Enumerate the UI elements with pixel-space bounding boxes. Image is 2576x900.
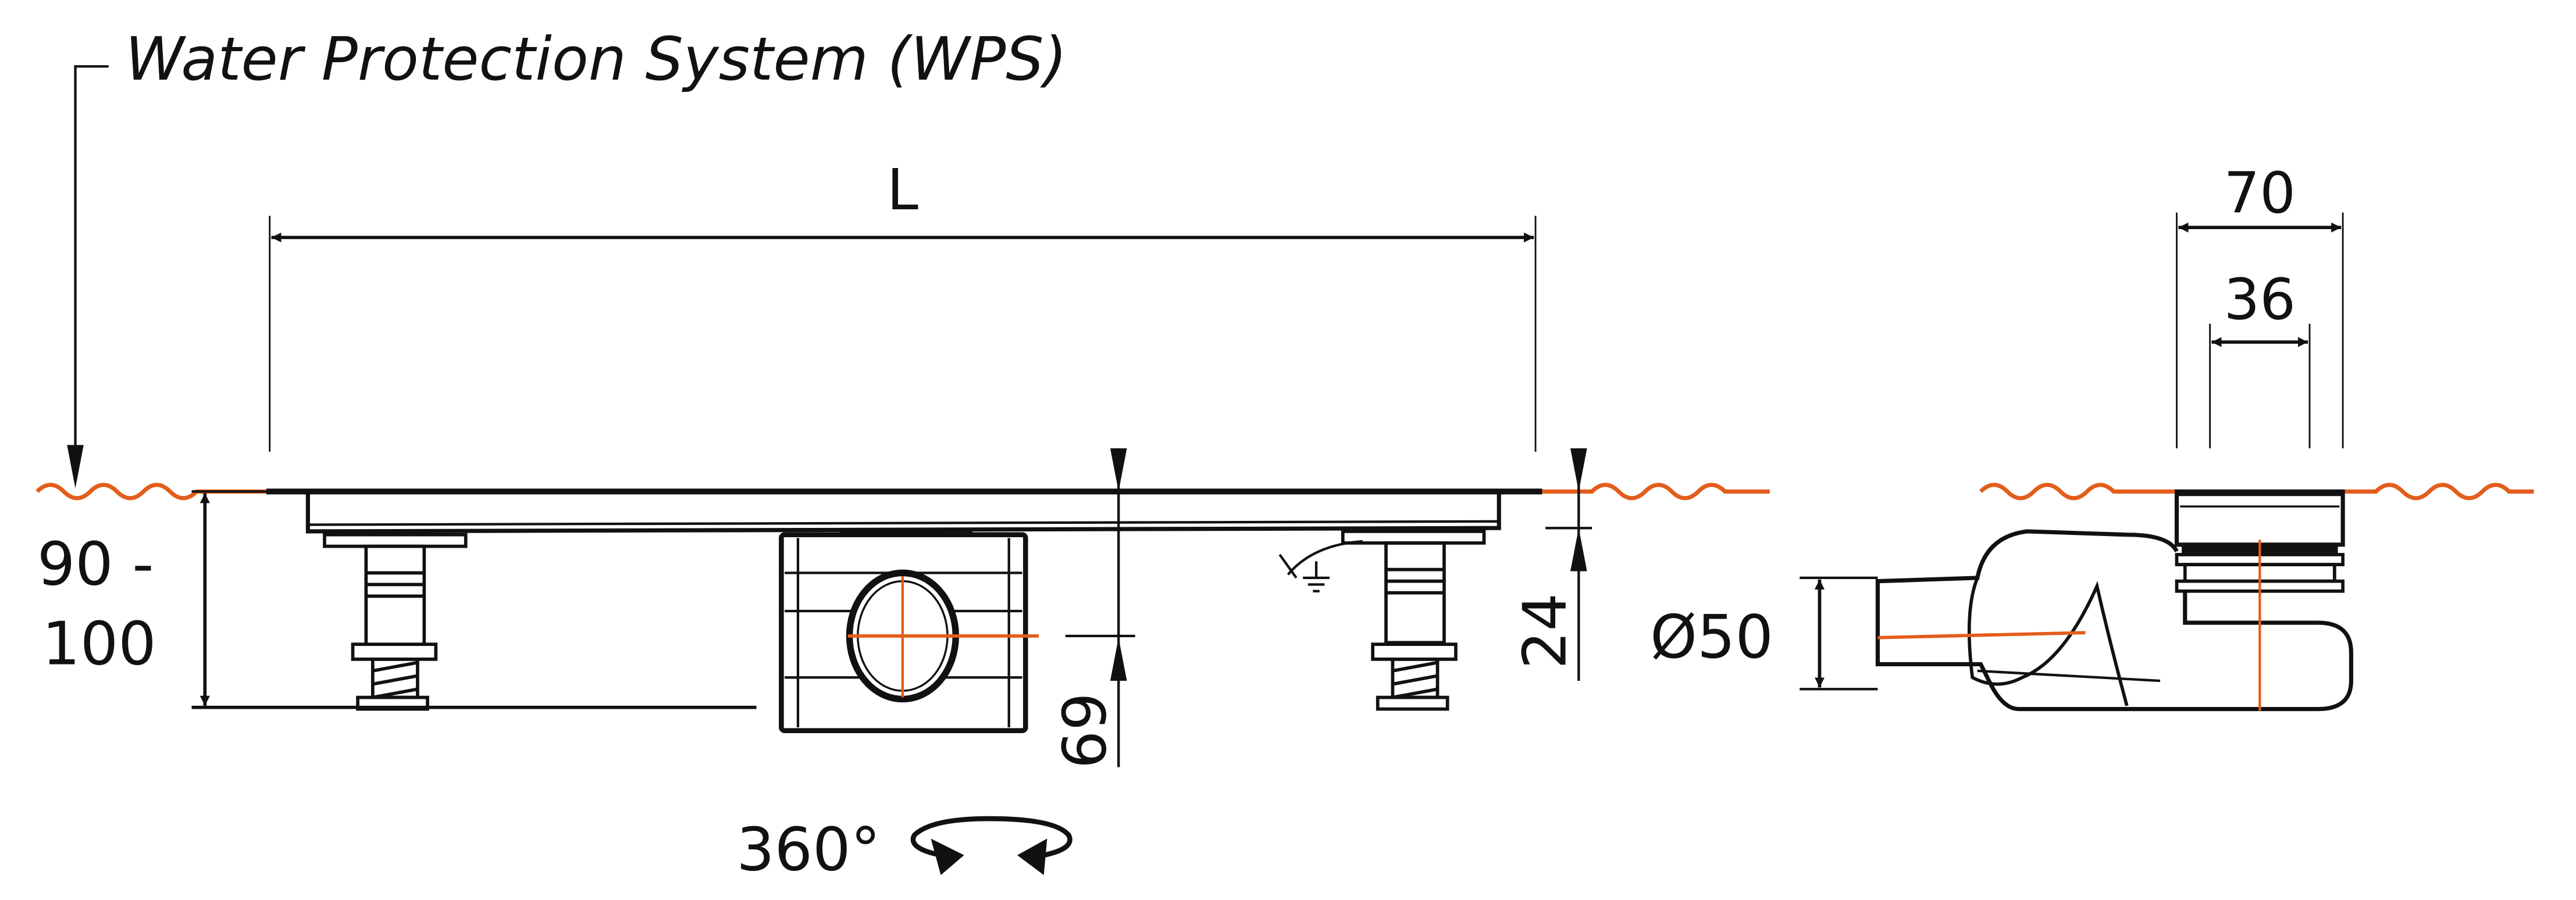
floor-line [35,483,2534,501]
outlet-diameter-label: Ø50 [1650,603,1773,672]
trap-front-view [779,530,1039,733]
height-dimension: 90 - 100 [37,490,757,709]
outlet-height-dimension: 69 [1050,448,1135,769]
plate-height-label: 24 [1510,593,1580,669]
width-outer-label: 70 [2224,160,2296,226]
height-range-top: 90 - [37,530,154,599]
leveling-foot-right [1341,530,1486,711]
plate-height-dimension: 24 [1510,448,1592,681]
wps-leader [67,65,109,488]
height-range-bottom: 100 [42,609,156,678]
drain-channel [266,488,1542,534]
width-inner-label: 36 [2224,266,2296,332]
title-label: Water Protection System (WPS) [125,25,1067,94]
rotation-arrows-icon [910,816,1073,876]
ground-symbol-icon [1278,540,1363,592]
outlet-height-label: 69 [1050,692,1120,769]
outlet-diameter-dimension: Ø50 [1650,576,1878,691]
rotation-label: 360° [736,816,881,885]
length-dimension: L [269,157,1537,452]
length-label: L [887,157,918,223]
leveling-foot-left [323,533,468,711]
trap-side-view [1875,489,2353,712]
width-dimensions: 70 36 [2176,160,2344,449]
